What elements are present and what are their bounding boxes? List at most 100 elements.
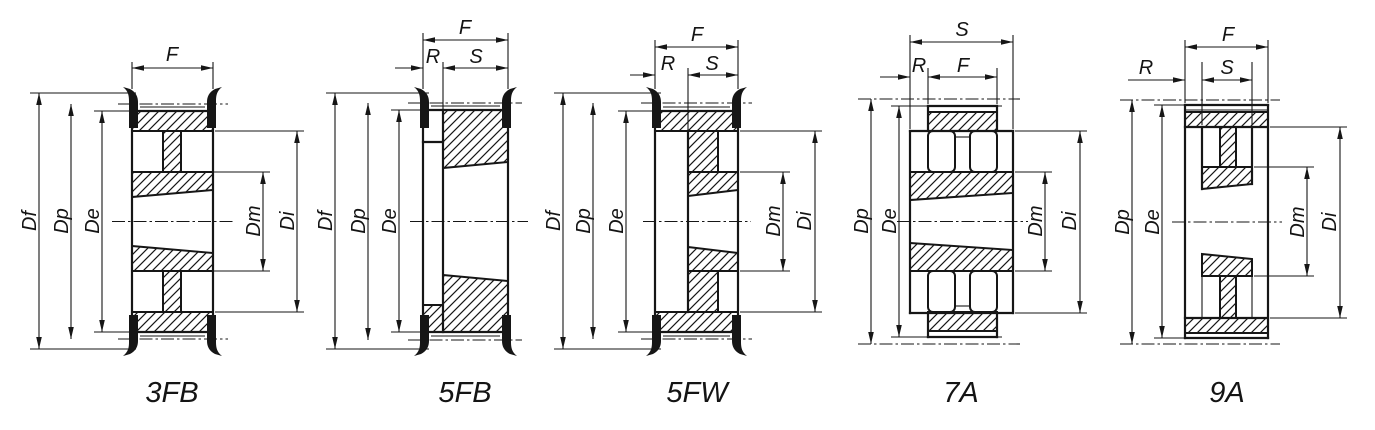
dim-label-Dm: Dm (1025, 205, 1047, 236)
flange-bottom-right (732, 315, 747, 356)
bush-notch-bottom-left (131, 270, 164, 313)
dim-label-S: S (955, 19, 969, 41)
bush-notch-bottom (717, 270, 739, 313)
dim-label-Dp: Dp (1112, 209, 1134, 235)
flange-bottom-right (207, 315, 222, 356)
dimension-Dp: Dp (851, 99, 874, 344)
hub-web-top (1219, 126, 1237, 168)
figure-caption: 5FW (666, 377, 730, 409)
dimension-F: F (927, 55, 998, 104)
bush-notch-top-left (131, 130, 164, 173)
hub-web-bottom (1219, 275, 1237, 319)
dimension-Df: Df (19, 92, 136, 350)
dimension-Dp: Dp (573, 103, 596, 339)
dim-label-Dp: Dp (51, 208, 73, 234)
figure-caption: 9A (1209, 377, 1244, 409)
dimension-S: S (909, 19, 1014, 129)
dim-label-Df: Df (19, 209, 41, 231)
dimension-De: De (879, 105, 1002, 338)
dimension-Dm: Dm (740, 171, 790, 272)
dim-label-De: De (879, 208, 901, 234)
dimension-R: R (1128, 57, 1185, 83)
dim-label-De: De (1142, 209, 1164, 235)
flange-bottom-left (646, 315, 661, 356)
rim-section-bottom (654, 311, 739, 333)
dimension-Dm: Dm (1254, 166, 1314, 277)
figure-5fb: F R S Df Dp De 5FB (315, 17, 528, 409)
dimension-Di: Di (215, 130, 304, 313)
dim-label-R: R (661, 53, 675, 75)
bush-flange-top (131, 171, 214, 199)
hub-web-bottom (687, 270, 719, 313)
dimension-S: S (443, 46, 508, 71)
bush-flange-top (1201, 166, 1253, 191)
flange-top-right (732, 87, 747, 128)
dim-label-Dp: Dp (851, 208, 873, 234)
bush-flange-bottom (1201, 252, 1253, 277)
rim-section-top (654, 110, 739, 132)
dim-label-Df: Df (315, 209, 337, 231)
dim-label-Di: Di (1319, 212, 1341, 231)
figure-caption: 7A (943, 377, 978, 409)
bush-flange-top (687, 171, 739, 198)
dim-label-F: F (166, 44, 180, 66)
dim-label-F: F (957, 55, 971, 77)
flange-bottom-right (502, 315, 517, 356)
pulley-cross-section (112, 87, 234, 356)
dimension-De: De (1142, 104, 1185, 339)
figure-3fb: F Df Dp De Dm Di 3FB (19, 44, 304, 409)
hub-web-bottom (162, 270, 182, 313)
dim-label-F: F (459, 17, 473, 39)
flange-bottom-left (123, 315, 138, 356)
dim-label-Di: Di (277, 211, 299, 230)
dimension-De: De (606, 110, 655, 333)
dim-label-De: De (606, 208, 628, 234)
dim-label-Di: Di (1059, 211, 1081, 230)
dimension-F: F (654, 24, 739, 89)
dimension-Dp: Dp (348, 103, 371, 340)
dim-label-Dm: Dm (763, 205, 785, 236)
dimension-De: De (82, 110, 132, 333)
dimension-S: S (1201, 57, 1253, 125)
figure-7a: S R F Dp De Dm (851, 19, 1087, 409)
dimension-F: F (1184, 24, 1269, 103)
dimension-S: S (688, 53, 738, 78)
dimension-F: F (422, 17, 509, 89)
bush-notch-bottom-right (180, 270, 214, 313)
dim-label-R: R (1139, 57, 1153, 79)
pulley-cross-section (1120, 99, 1282, 345)
hub-web-top (687, 130, 719, 173)
dimension-De: De (379, 109, 423, 333)
dim-label-Df: Df (543, 209, 565, 231)
hub-web-top (162, 130, 182, 173)
bush-section-top (442, 109, 509, 170)
bush-notch-top-left (927, 130, 956, 173)
bush-flange-bottom (909, 241, 1014, 272)
dimension-R: R (880, 55, 926, 80)
dimension-Dm: Dm (1015, 171, 1052, 272)
dim-label-De: De (82, 208, 104, 234)
pulley-cross-section (641, 87, 752, 356)
flange-top-right (502, 87, 517, 128)
dim-label-R: R (426, 46, 440, 68)
dimension-R: R (395, 46, 444, 110)
dim-label-F: F (691, 24, 705, 46)
dimension-Dp: Dp (51, 104, 74, 339)
bush-flange-bottom (687, 245, 739, 272)
flange-top-right (207, 87, 222, 128)
dim-label-Dp: Dp (348, 208, 370, 234)
dimension-Df: Df (315, 92, 429, 350)
dimension-Di: Di (740, 130, 822, 313)
bush-notch-bottom-left (927, 270, 956, 313)
bush-notch-top-right (180, 130, 214, 173)
rim-section-bottom (927, 311, 998, 332)
bush-flange-bottom (131, 244, 214, 272)
rim-section-top (131, 110, 214, 132)
flange-bottom-left (414, 315, 429, 356)
dimension-Dp: Dp (1112, 100, 1135, 344)
dim-label-Dp: Dp (573, 208, 595, 234)
dim-label-F: F (1222, 24, 1236, 46)
rim-section-bottom (131, 311, 214, 333)
